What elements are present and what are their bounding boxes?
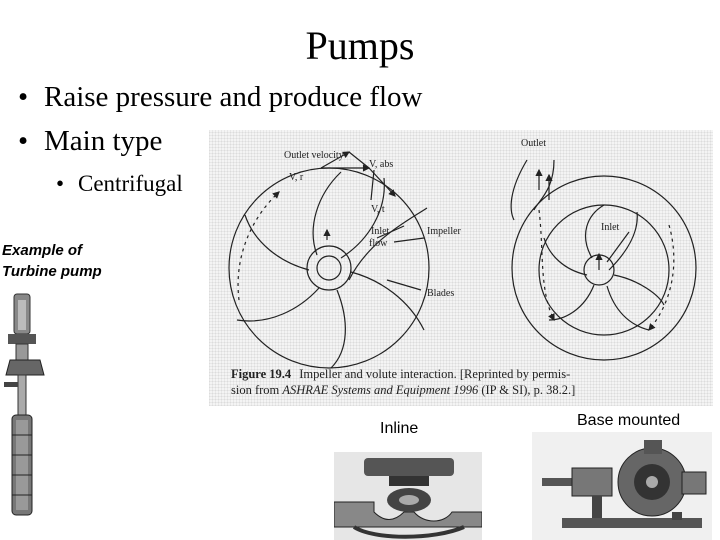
label-outlet: Outlet [521, 138, 546, 149]
bullet-symbol: • [56, 171, 65, 196]
label-inlet: Inlet [601, 222, 620, 233]
base-mounted-pump-image [532, 432, 712, 540]
inline-label: Inline [380, 420, 419, 437]
label-impeller: Impeller [427, 226, 462, 237]
turbine-pump-caption: Example of Turbine pump [2, 240, 102, 282]
label-blades: Blades [427, 288, 454, 299]
label-v-abs: V, abs [369, 159, 393, 170]
impeller-diagram: Outlet velocity V, abs V, r V, t Inlet f… [228, 138, 697, 397]
label-v-r: V, r [289, 172, 304, 183]
base-mounted-pump-illustration [532, 432, 712, 540]
inline-pump-image [334, 452, 482, 540]
bullet-symbol: • [18, 125, 29, 157]
impeller-volute-figure: Outlet velocity V, abs V, r V, t Inlet f… [209, 130, 713, 406]
caption-line: Turbine pump [2, 263, 102, 280]
inline-pump-illustration [334, 452, 482, 540]
caption-line: Example of [2, 242, 83, 259]
figure-number: Figure 19.4 [231, 367, 292, 381]
figure-caption-line2: sion from ASHRAE Systems and Equipment 1… [231, 383, 575, 397]
label-inlet-flow-1: Inlet [371, 226, 390, 237]
bullet-text: Raise pressure and produce flow [44, 81, 423, 113]
bullet-item: • Raise pressure and produce flow [18, 80, 423, 114]
sub-bullet-item: • Centrifugal [56, 170, 183, 198]
bullet-text: Main type [44, 125, 163, 157]
label-v-t: V, t [371, 204, 385, 215]
turbine-pump-image [0, 290, 52, 525]
bullet-item: • Main type [18, 124, 162, 158]
base-mounted-label: Base mounted [577, 412, 681, 429]
slide-title: Pumps [305, 23, 415, 68]
sub-bullet-text: Centrifugal [78, 171, 183, 196]
label-inlet-flow-2: flow [369, 238, 388, 249]
label-outlet-velocity: Outlet velocity [284, 150, 344, 161]
bullet-symbol: • [18, 81, 29, 113]
turbine-pump-illustration [4, 293, 45, 516]
